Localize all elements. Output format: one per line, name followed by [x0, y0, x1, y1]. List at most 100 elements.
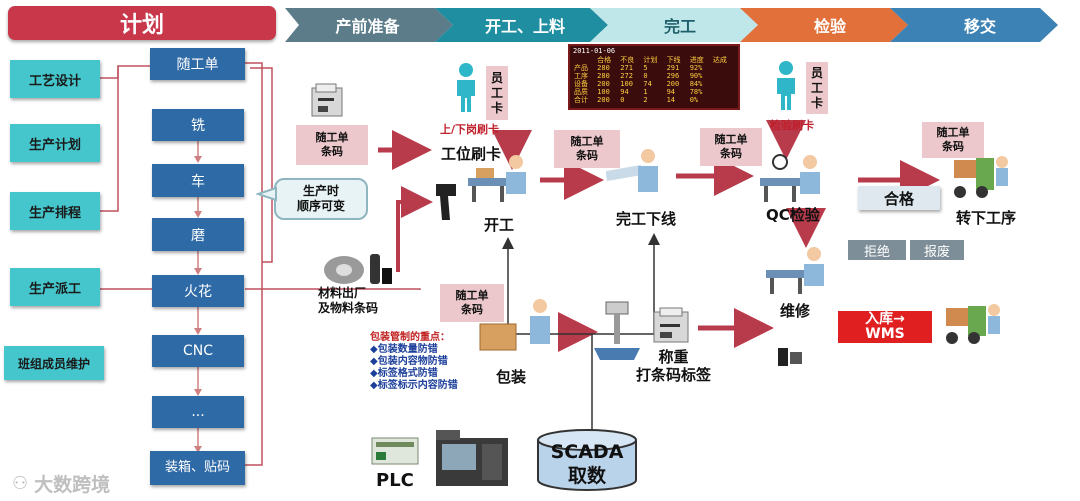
phase-chevron-inspect [740, 8, 908, 42]
ticket-barcode-pack: 随工单 条码 [440, 284, 504, 322]
board-header-cell [573, 56, 596, 64]
board-cell: 合计 [574, 96, 588, 104]
board-cell: 14 [666, 96, 675, 104]
phase-transfer: 移交 [963, 17, 996, 36]
left-item-scheduling[interactable]: 生产排程 [10, 192, 100, 230]
board-cell: 1 [643, 88, 648, 96]
board-cell: 280 [597, 64, 610, 72]
employee-card-start: 员 工 卡 [486, 66, 508, 120]
board-cell: 271 [620, 64, 633, 72]
board-header-cell: 合格 [597, 56, 612, 64]
ticket-line-2: 条码 [461, 303, 483, 316]
warehouse-wms-box: 入库→ WMS [838, 311, 932, 343]
scrap-box: 报废 [910, 240, 964, 260]
phase-chevron-transfer [890, 8, 1058, 42]
weigh-line-2: 打条码标签 [636, 366, 712, 384]
watermark-logo-icon: ⚇ [12, 473, 29, 494]
pack-note-item: ◆包装数量防错 [370, 344, 438, 355]
pack-note-text: 标签格式防错 [377, 368, 438, 379]
left-item-process-design[interactable]: 工艺设计 [10, 60, 100, 98]
card-char-2: 工 [490, 85, 503, 100]
pack-label: 包装 [496, 368, 527, 386]
ticket-line-2: 条码 [576, 149, 598, 162]
plc-device-icon [371, 437, 419, 465]
barcode-scanner-icon [436, 184, 456, 220]
employee-card-inspect: 员 工 卡 [806, 62, 828, 114]
board-cell: 94 [666, 88, 675, 96]
wms-line-1: 入库→ [865, 311, 905, 327]
pack-note-item: ◆标签标示内容防错 [370, 380, 458, 391]
scada-line-2: 取数 [567, 465, 606, 487]
ticket-line-2: 条码 [720, 147, 742, 160]
flow-step-cnc[interactable]: CNC [152, 335, 244, 367]
board-cell: 设备 [574, 80, 588, 88]
weighing-scale-icon [594, 301, 640, 360]
card-char-1: 员 [490, 70, 503, 85]
pack-note-text: 包装数量防错 [377, 344, 438, 355]
board-cell: 296 [666, 72, 680, 80]
card-char-3: 卡 [490, 100, 503, 115]
forklift-icon [954, 156, 1008, 198]
flow-step-more[interactable]: ... [152, 396, 244, 428]
ticket-line-1: 随工单 [936, 126, 970, 139]
phase-prep: 产前准备 [335, 17, 400, 36]
ticket-line-1: 随工单 [570, 135, 604, 148]
pack-control-notes: 包装管制的重点： ◆包装数量防错 ◆包装内容物防错 ◆标签格式防错 ◆标签标示内… [370, 332, 458, 392]
repair-worker-icon [766, 247, 824, 294]
next-process-label: 转下工序 [956, 209, 1017, 227]
flow-step-mill[interactable]: 铣 [152, 109, 244, 141]
pack-note-item: ◆包装内容物防错 [370, 356, 448, 367]
ticket-line-1: 随工单 [455, 289, 489, 302]
board-cell: 291 [666, 64, 680, 72]
phase-inspect: 检验 [813, 17, 846, 36]
pack-note-text: 包装内容物防错 [377, 356, 448, 367]
inspect-card-label: 检验刷卡 [770, 119, 814, 132]
board-cell: 工序 [574, 72, 588, 80]
finish-line-label: 完工下线 [616, 210, 677, 228]
left-item-dispatch[interactable]: 生产派工 [10, 268, 100, 306]
phase-finish: 完工 [663, 17, 696, 36]
ticket-line-2: 条码 [321, 145, 343, 158]
board-header-cell: 下线 [666, 56, 681, 64]
left-item-production-plan[interactable]: 生产计划 [10, 124, 100, 162]
board-header-cell: 进度 [689, 56, 704, 64]
flow-step-grind[interactable]: 磨 [152, 218, 244, 251]
sequence-callout: 生产时 顺序可变 [274, 178, 368, 220]
callout-line-1: 生产时 [302, 184, 339, 198]
ticket-line-1: 随工单 [714, 133, 748, 146]
ticket-barcode-finish: 随工单 条码 [554, 130, 620, 168]
left-item-team-maintenance[interactable]: 班组成员维护 [4, 346, 104, 380]
flow-step-ticket[interactable]: 随工单 [150, 48, 245, 80]
card-char-1: 员 [810, 65, 823, 80]
phase-chevron-prep [285, 8, 453, 42]
board-cell: 5 [643, 64, 648, 72]
phase-chevron-start [435, 8, 608, 42]
warehouse-forklift-icon [946, 304, 1000, 344]
ticket-barcode-inspect: 随工单 条码 [700, 128, 762, 166]
flow-step-pack-label[interactable]: 装箱、贴码 [150, 451, 245, 485]
callout-pointer [256, 186, 277, 202]
finishing-worker-icon [606, 149, 658, 192]
pack-note-text: 标签标示内容防错 [377, 380, 458, 391]
flow-step-lathe[interactable]: 车 [152, 164, 244, 197]
board-cell: 产品 [574, 64, 588, 72]
phase-chevron-finish [590, 8, 758, 42]
board-header-cell: 不良 [620, 56, 635, 64]
shift-card-label: 上/下岗刷卡 [440, 123, 500, 136]
flow-step-spark[interactable]: 火花 [152, 275, 244, 307]
board-cell: 0% [689, 96, 699, 104]
wms-line-2: WMS [865, 326, 905, 342]
scada-line-1: SCADA [550, 441, 624, 463]
weigh-line-1: 称重 [658, 348, 689, 366]
phase-start: 开工、上料 [484, 17, 565, 36]
board-cell: 94 [620, 88, 629, 96]
card-char-3: 卡 [810, 95, 823, 110]
pass-box: 合格 [858, 186, 940, 210]
board-cell: 2 [643, 96, 648, 104]
